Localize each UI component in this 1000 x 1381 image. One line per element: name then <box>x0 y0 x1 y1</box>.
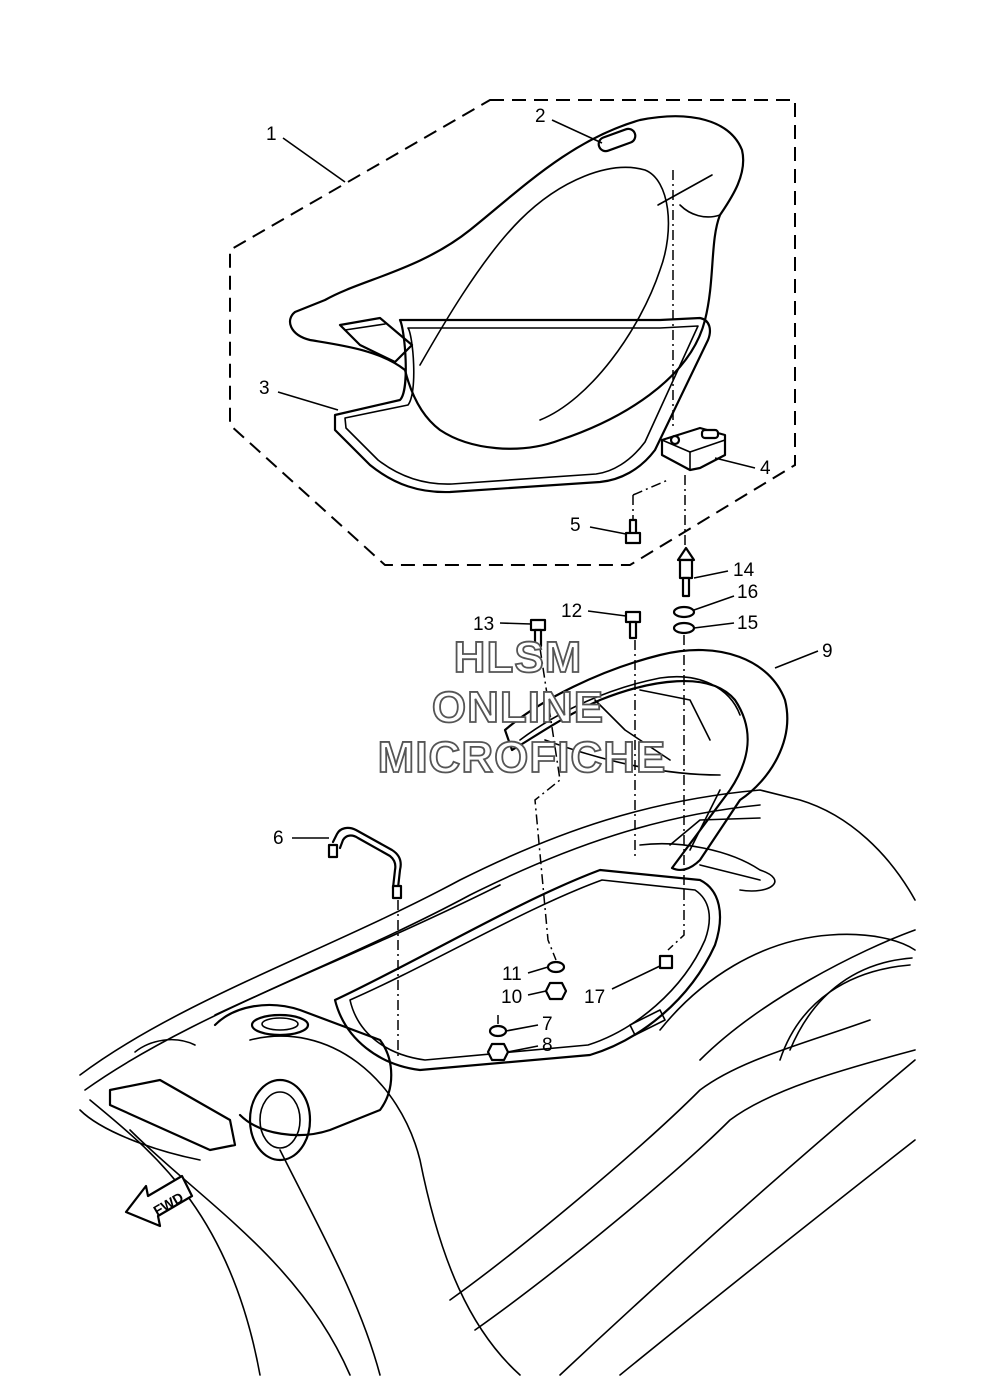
watermark-line-1: HLSM <box>454 633 583 682</box>
callout-9: 9 <box>822 641 833 662</box>
callout-11: 11 <box>502 964 522 985</box>
latch-pin-14 <box>676 546 696 598</box>
callout-8: 8 <box>542 1035 553 1056</box>
callout-12: 12 <box>561 601 582 622</box>
rear-seat <box>503 648 789 871</box>
callout-7: 7 <box>542 1014 553 1035</box>
callout-17: 17 <box>584 987 605 1008</box>
callout-1: 1 <box>266 124 277 145</box>
washer-11 <box>546 960 566 974</box>
washer-16 <box>672 605 696 619</box>
nut-8 <box>486 1042 510 1062</box>
bolt-13 <box>529 618 547 648</box>
callout-4: 4 <box>760 458 771 479</box>
grab-handle <box>327 826 403 900</box>
seat-assembly-boundary <box>229 99 796 566</box>
bolt-5 <box>624 518 642 545</box>
callouts: 1 2 3 4 5 6 7 8 9 10 11 12 13 14 15 16 1 <box>259 106 833 1056</box>
callout-3: 3 <box>259 378 270 399</box>
seat-cushion <box>288 115 745 450</box>
forward-direction-arrow: FWD <box>124 1174 194 1228</box>
bolt-12 <box>624 610 642 640</box>
watermark-line-3: MICROFICHE <box>378 733 667 782</box>
nut-10 <box>544 981 568 1001</box>
grommet-17 <box>658 954 674 970</box>
washer-15 <box>672 621 696 635</box>
callout-5: 5 <box>570 515 581 536</box>
callout-6: 6 <box>273 828 284 849</box>
seat-latch-bracket <box>660 426 727 472</box>
installation-lines <box>397 170 686 1060</box>
watermark: HLSM ONLINE MICROFICHE <box>377 632 667 783</box>
callout-16: 16 <box>737 582 758 603</box>
hull-deck <box>79 789 916 1376</box>
callout-15: 15 <box>737 613 758 634</box>
callout-10: 10 <box>501 987 522 1008</box>
callout-14: 14 <box>733 560 755 581</box>
seat-frame <box>333 316 711 494</box>
callout-13: 13 <box>473 614 494 635</box>
callout-2: 2 <box>535 106 546 127</box>
watermark-line-2: ONLINE <box>432 683 604 732</box>
seat-pull-handle <box>597 127 637 153</box>
washer-7 <box>488 1024 508 1038</box>
